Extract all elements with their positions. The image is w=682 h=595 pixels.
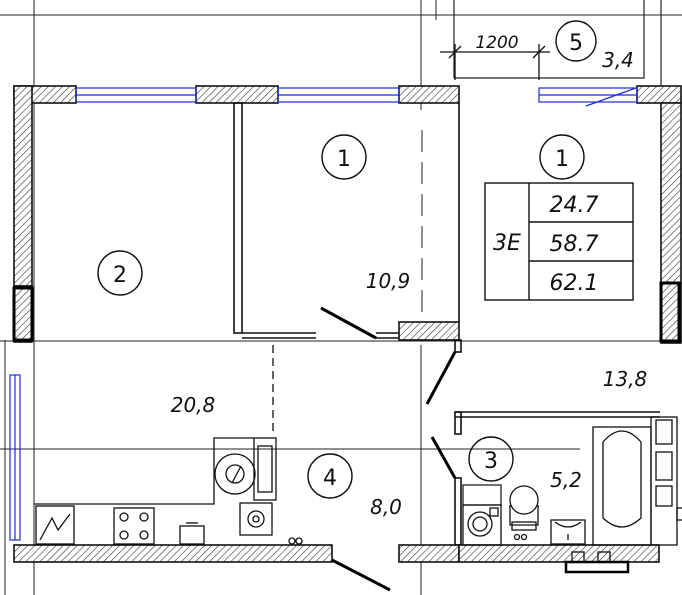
room-number: 4 — [323, 466, 337, 491]
table-code: 3E — [493, 231, 521, 256]
table-value: 24.7 — [550, 193, 599, 218]
room-area: 20,8 — [171, 393, 216, 417]
room-area: 13,8 — [603, 367, 648, 391]
balcony-number: 5 — [569, 31, 583, 56]
room-number-circle — [321, 134, 367, 180]
column-right — [659, 281, 681, 343]
room-number-circle — [468, 436, 514, 482]
summary-table: 3E 24.7 58.7 62.1 — [484, 182, 634, 301]
water-heater — [462, 484, 502, 506]
room-number: 1 — [555, 147, 569, 172]
room-number: 1 — [337, 147, 351, 172]
kitchen-fixtures — [34, 437, 303, 545]
room-area: 5,2 — [550, 468, 582, 492]
room-number-circle — [97, 250, 143, 296]
partitions — [233, 102, 660, 546]
table-value: 62.1 — [550, 271, 599, 296]
room-number-circle — [307, 453, 353, 499]
room-number: 3 — [484, 449, 498, 474]
room-area: 10,9 — [366, 269, 411, 293]
column-left — [12, 286, 34, 342]
windows — [9, 87, 638, 541]
balcony-area: 3,4 — [602, 48, 634, 72]
room-number: 2 — [113, 263, 127, 288]
dimension-line — [440, 44, 550, 80]
room-area: 8,0 — [370, 495, 402, 519]
balcony-outline — [453, 0, 662, 86]
doors — [320, 306, 457, 592]
room-number-circle — [539, 134, 585, 180]
balcony-number-circle — [555, 20, 597, 62]
dimension-value: 1200 — [475, 33, 518, 53]
table-value: 58.7 — [550, 232, 599, 257]
entry-threshold — [564, 560, 630, 574]
room-labels: 1 10,9 1 13,8 2 20,8 4 8,0 3 5,2 — [97, 134, 648, 519]
